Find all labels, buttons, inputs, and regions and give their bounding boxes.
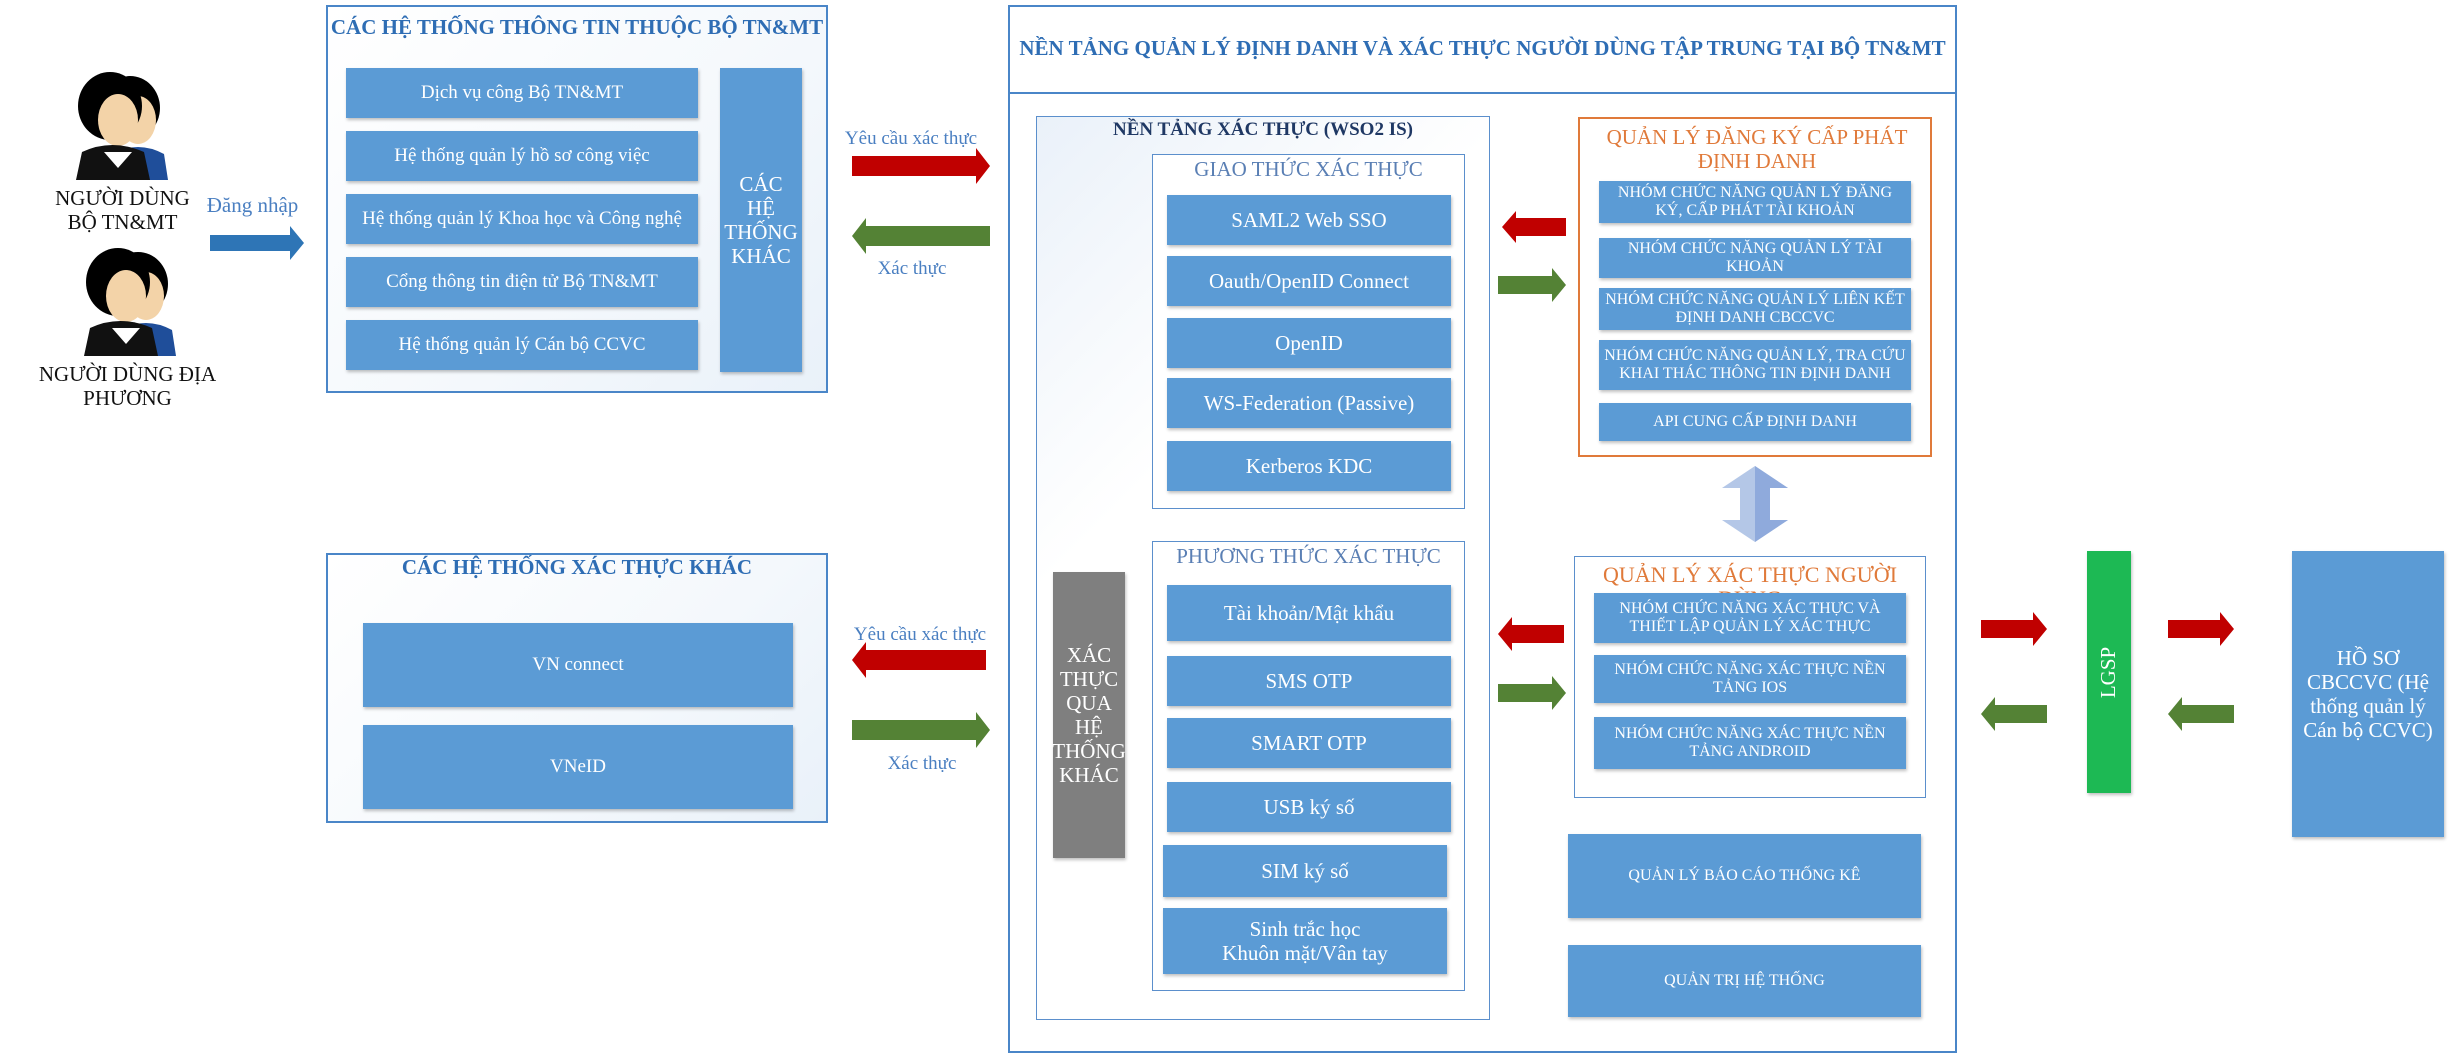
green-arrow-left-top (852, 218, 990, 254)
ministry-system-item[interactable]: Hệ thống quản lý Khoa học và Công nghệ (346, 194, 698, 244)
biometric-line1: Sinh trắc học (1249, 917, 1361, 941)
login-arrow (210, 226, 304, 260)
red-arrow-left-bottom (852, 642, 986, 678)
method-item[interactable]: SMS OTP (1167, 656, 1451, 706)
vneid-box[interactable]: VNeID (363, 725, 793, 809)
vnconnect-box[interactable]: VN connect (363, 623, 793, 707)
via-other-systems-box[interactable]: XÁC THỰC QUA HỆ THỐNG KHÁC (1052, 572, 1126, 858)
ministry-systems-title: CÁC HỆ THỐNG THÔNG TIN THUỘC BỘ TN&MT (330, 15, 824, 39)
protocols-title: GIAO THỨC XÁC THỰC (1194, 157, 1423, 181)
local-users-label: NGƯỜI DÙNG ĐỊA PHƯƠNG (38, 362, 217, 410)
method-item[interactable]: SMART OTP (1167, 718, 1451, 768)
admin-box[interactable]: QUẢN TRỊ HỆ THỐNG (1568, 945, 1921, 1017)
protocol-item[interactable]: SAML2 Web SSO (1167, 195, 1451, 245)
method-item[interactable]: SIM ký số (1163, 845, 1447, 897)
red-arrow-left-identity (1502, 211, 1566, 243)
local-users-icon (84, 248, 176, 356)
central-users-icon (76, 72, 168, 180)
ministry-system-item[interactable]: Cổng thông tin điện tử Bộ TN&MT (346, 257, 698, 307)
biometric-method[interactable]: Sinh trắc học Khuôn mặt/Vân tay (1163, 908, 1447, 974)
identity-item[interactable]: NHÓM CHỨC NĂNG QUẢN LÝ TÀI KHOẢN (1599, 238, 1911, 278)
identity-item[interactable]: API CUNG CẤP ĐỊNH DANH (1599, 403, 1911, 441)
wso2-title: NỀN TẢNG XÁC THỰC (WSO2 IS) (1113, 119, 1413, 140)
central-users-label: NGƯỜI DÙNG BỘ TN&MT (55, 186, 190, 234)
identity-title: QUẢN LÝ ĐĂNG KÝ CẤP PHÁT ĐỊNH DANH (1606, 125, 1908, 173)
other-auth-title: CÁC HỆ THỐNG XÁC THỰC KHÁC (401, 555, 753, 579)
ministry-system-item[interactable]: Hệ thống quản lý hồ sơ công việc (346, 131, 698, 181)
green-arrow-left-lgsp (1981, 697, 2047, 731)
other-auth-frame: CÁC HỆ THỐNG XÁC THỰC KHÁC VN connect VN… (326, 553, 828, 823)
ministry-system-item[interactable]: Dịch vụ công Bộ TN&MT (346, 68, 698, 118)
methods-title: PHƯƠNG THỨC XÁC THỰC (1176, 544, 1441, 568)
lgsp-box[interactable]: LGSP (2087, 551, 2131, 793)
request-auth-label-bottom: Yêu cầu xác thực (853, 624, 987, 645)
identity-item[interactable]: NHÓM CHỨC NĂNG QUẢN LÝ LIÊN KẾT ĐỊNH DAN… (1599, 288, 1911, 330)
identity-item[interactable]: NHÓM CHỨC NĂNG QUẢN LÝ, TRA CỨU KHAI THÁ… (1599, 340, 1911, 390)
user-auth-item[interactable]: NHÓM CHỨC NĂNG XÁC THỰC NỀN TẢNG IOS (1594, 655, 1906, 703)
method-item[interactable]: USB ký số (1167, 782, 1451, 832)
other-systems-box[interactable]: CÁC HỆ THỐNG KHÁC (720, 68, 802, 372)
red-arrow-right-top (852, 148, 990, 184)
report-box[interactable]: QUẢN LÝ BÁO CÁO THỐNG KÊ (1568, 834, 1921, 918)
bidirectional-arrow-icon (1722, 466, 1788, 542)
platform-title-divider (1010, 92, 1955, 94)
ministry-system-item[interactable]: Hệ thống quản lý Cán bộ CCVC (346, 320, 698, 370)
platform-title: NỀN TẢNG QUẢN LÝ ĐỊNH DANH VÀ XÁC THỰC N… (1019, 36, 1946, 60)
lgsp-label: LGSP (2096, 646, 2121, 698)
user-auth-item[interactable]: NHÓM CHỨC NĂNG XÁC THỰC NỀN TẢNG ANDROID (1594, 717, 1906, 769)
protocol-item[interactable]: Kerberos KDC (1167, 441, 1451, 491)
protocol-item[interactable]: WS-Federation (Passive) (1167, 378, 1451, 428)
red-arrow-left-userauth (1498, 617, 1564, 651)
protocol-item[interactable]: Oauth/OpenID Connect (1167, 256, 1451, 306)
auth-label-top: Xác thực (877, 258, 947, 279)
ministry-systems-frame: CÁC HỆ THỐNG THÔNG TIN THUỘC BỘ TN&MT Dị… (326, 5, 828, 393)
user-auth-item[interactable]: NHÓM CHỨC NĂNG XÁC THỰC VÀ THIẾT LẬP QUẢ… (1594, 593, 1906, 643)
protocol-item[interactable]: OpenID (1167, 318, 1451, 368)
green-arrow-left-hrm (2168, 697, 2234, 731)
hrm-box[interactable]: HỒ SƠ CBCCVC (Hệ thống quản lý Cán bộ CC… (2292, 551, 2444, 837)
green-arrow-right-bottom (852, 712, 990, 748)
login-label: Đăng nhập (206, 193, 299, 217)
biometric-line2: Khuôn mặt/Vân tay (1222, 941, 1388, 965)
red-arrow-right-hrm (2168, 612, 2234, 646)
method-item[interactable]: Tài khoản/Mật khẩu (1167, 585, 1451, 641)
red-arrow-right-lgsp (1981, 612, 2047, 646)
auth-label-bottom: Xác thực (887, 753, 957, 774)
identity-item[interactable]: NHÓM CHỨC NĂNG QUẢN LÝ ĐĂNG KÝ, CẤP PHÁT… (1599, 181, 1911, 223)
green-arrow-right-identity (1498, 268, 1566, 302)
green-arrow-right-userauth (1498, 676, 1566, 710)
identity-frame: QUẢN LÝ ĐĂNG KÝ CẤP PHÁT ĐỊNH DANH (1578, 117, 1932, 457)
request-auth-label-top: Yêu cầu xác thực (844, 128, 978, 149)
